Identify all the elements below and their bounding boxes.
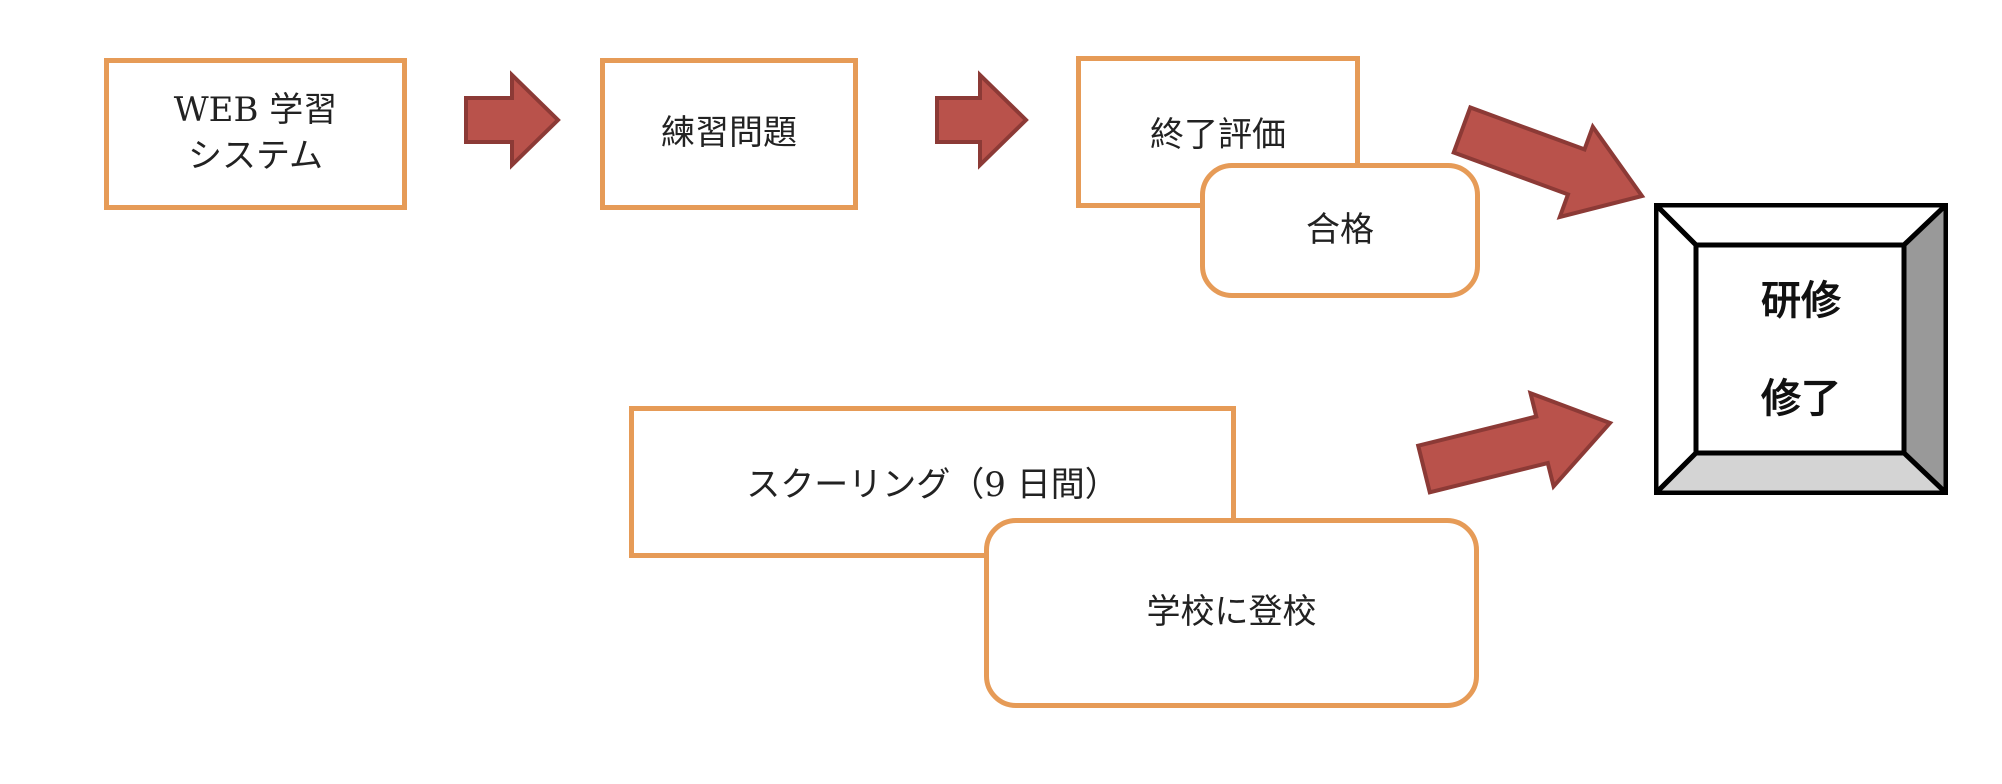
bevel-center-face	[1693, 242, 1907, 456]
arrow-school-to-completion	[1415, 389, 1614, 495]
training-completion-line2: 修了	[1761, 376, 1841, 422]
web-learning-system-line2: システム	[188, 136, 323, 176]
final-evaluation-label: 終了評価	[1150, 115, 1286, 155]
bevel-left-face	[1654, 203, 1699, 495]
school-attendance-box: 学校に登校	[984, 518, 1479, 708]
arrow-practice-to-evaluation	[935, 70, 1029, 170]
pass-box: 合格	[1200, 163, 1480, 298]
school-attendance-label: 学校に登校	[1146, 592, 1317, 633]
web-learning-system-box: WEB 学習 システム	[104, 58, 407, 210]
bevel-right-face	[1901, 203, 1948, 495]
arrow-web-to-practice	[464, 70, 561, 170]
bevel-top-face	[1654, 203, 1948, 248]
arrow-pass-to-completion	[1451, 104, 1646, 220]
practice-problems-box: 練習問題	[600, 58, 858, 210]
practice-problems-label: 練習問題	[661, 113, 797, 154]
bevel-bottom-face	[1654, 450, 1948, 495]
web-learning-system-line1: WEB 学習	[173, 90, 338, 131]
training-completion-bevel	[1654, 203, 1948, 495]
pass-label: 合格	[1306, 209, 1374, 250]
training-completion-label: 研修 修了	[1696, 245, 1906, 455]
training-completion-line1: 研修	[1761, 278, 1841, 324]
schooling-label: スクーリング（9 日間）	[746, 465, 1119, 505]
